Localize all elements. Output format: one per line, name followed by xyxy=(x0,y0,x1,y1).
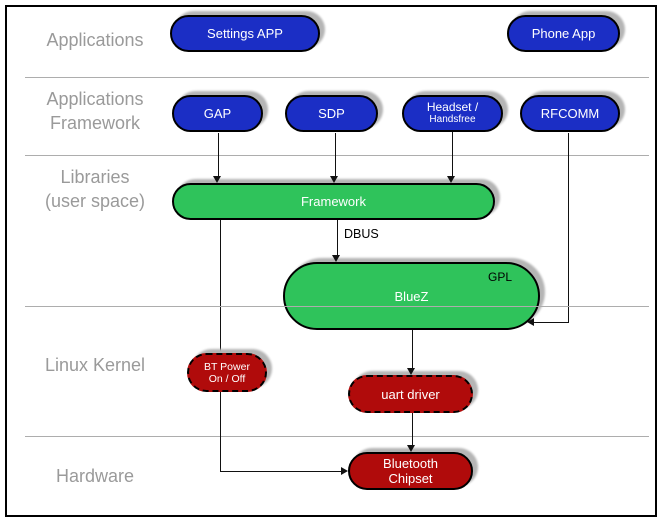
divider-applications xyxy=(25,77,649,78)
section-label-linux-kernel: Linux Kernel xyxy=(44,355,146,375)
arrowhead-framework-chipset xyxy=(341,467,348,475)
node-sdp: SDP xyxy=(285,95,378,132)
node-headset-handsfree: Headset / Handsfree xyxy=(402,95,503,132)
node-gap: GAP xyxy=(172,95,263,132)
arrowhead-bluez-uart xyxy=(407,368,415,375)
divider-kernel xyxy=(25,436,649,437)
section-label-applications-framework: Applications Framework xyxy=(15,87,175,135)
node-label: BlueZ xyxy=(394,288,429,304)
edge-framework-bluez xyxy=(336,220,338,255)
section-label-line: Framework xyxy=(49,113,140,133)
arrowhead-uart-chipset xyxy=(407,445,415,452)
divider-framework xyxy=(25,155,649,156)
arrowhead-sdp-framework xyxy=(330,176,338,183)
node-label-line: On / Off xyxy=(208,372,246,385)
edge-framework-chipset-horizontal xyxy=(220,470,341,472)
gpl-badge: GPL xyxy=(487,270,512,284)
node-bluetooth-chipset: Bluetooth Chipset xyxy=(348,452,473,490)
node-label-line: Chipset xyxy=(388,471,433,486)
node-bt-power: BT Power On / Off xyxy=(187,353,267,392)
edge-framework-chipset-vertical xyxy=(219,220,221,472)
edge-gap-framework xyxy=(217,133,219,176)
edge-rfcomm-bluez-vertical xyxy=(567,133,569,323)
edge-uart-chipset xyxy=(411,413,413,445)
diagram-border xyxy=(5,5,657,517)
arrowhead-framework-bluez xyxy=(332,255,340,262)
section-label-hardware: Hardware xyxy=(55,466,135,486)
node-label-line: Handsfree xyxy=(429,114,476,125)
edge-headset-framework xyxy=(451,132,453,176)
section-label-libraries: Libraries (user space) xyxy=(15,165,175,213)
node-settings-app: Settings APP xyxy=(170,15,320,52)
edge-sdp-framework xyxy=(334,133,336,176)
section-label-line: Libraries xyxy=(60,167,130,187)
section-label-applications: Applications xyxy=(46,30,144,50)
arrowhead-rfcomm-bluez xyxy=(527,318,534,326)
node-label-line: BT Power xyxy=(204,360,250,373)
section-label-line: (user space) xyxy=(44,191,146,211)
section-label-line: Applications xyxy=(46,89,144,109)
node-label-line: Headset / xyxy=(426,100,479,114)
edge-rfcomm-bluez-horizontal xyxy=(534,321,568,323)
dbus-label: DBUS xyxy=(344,227,379,241)
node-uart-driver: uart driver xyxy=(348,375,473,413)
arrowhead-headset-framework xyxy=(447,176,455,183)
node-bluez: BlueZ GPL xyxy=(283,262,540,330)
node-framework: Framework xyxy=(172,183,495,220)
divider-libraries xyxy=(25,306,649,307)
arrowhead-gap-framework xyxy=(213,176,221,183)
node-phone-app: Phone App xyxy=(507,15,620,52)
edge-bluez-uart xyxy=(411,330,413,368)
node-rfcomm: RFCOMM xyxy=(520,95,620,132)
node-label-line: Bluetooth xyxy=(383,456,438,471)
